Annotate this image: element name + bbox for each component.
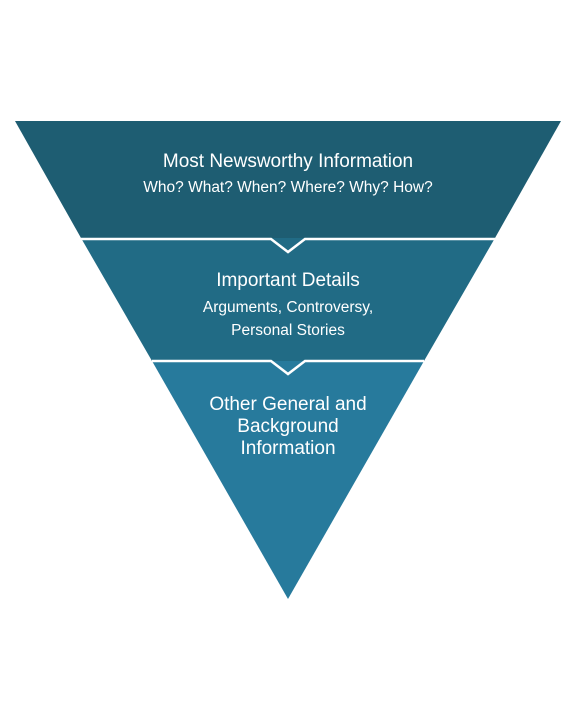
tier-1-title: Most Newsworthy Information	[162, 151, 414, 172]
tier-background-information	[152, 361, 424, 599]
tier-most-newsworthy	[15, 121, 561, 238]
separator-chevron-bottom	[152, 359, 424, 376]
tier-2-subtitle-line-1: Arguments, Controversy,	[202, 299, 374, 316]
tier-2-subtitle: Arguments, Controversy, Personal Stories	[0, 296, 576, 342]
tier-2-subtitle-line-2: Personal Stories	[231, 322, 345, 339]
tier-3-title: Other General and Background Information	[0, 394, 576, 460]
tier-2-title: Important Details	[216, 270, 360, 291]
tier-3-title-line-1: Other General and	[209, 394, 367, 415]
tier-important-details	[81, 238, 495, 361]
tier-3-title-line-2: Background	[237, 416, 339, 437]
tier-3-title-line-3: Information	[240, 438, 336, 459]
tier-1-subtitle: Who? What? When? Where? Why? How?	[143, 179, 433, 196]
separator-chevron-top	[81, 237, 495, 254]
